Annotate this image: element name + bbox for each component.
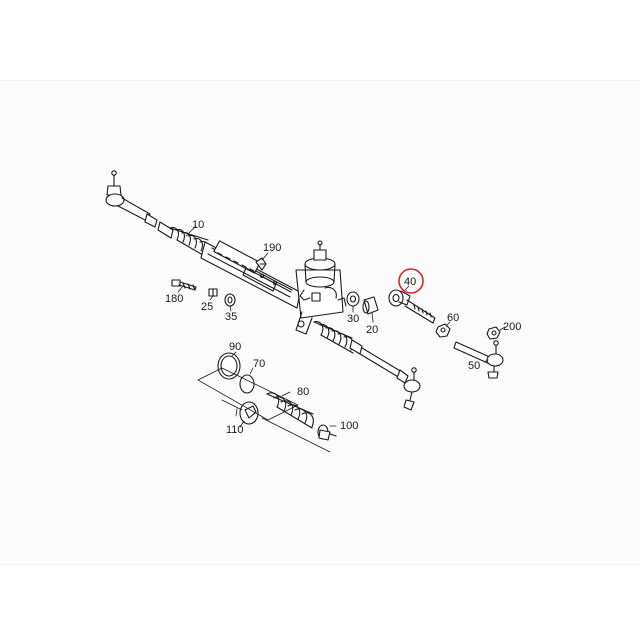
part-100-small-clamp (317, 424, 337, 441)
part-60-nut (435, 323, 451, 338)
label-190: 190 (263, 242, 281, 254)
left-tie-rod-end (105, 170, 158, 228)
pinion-valve-housing (295, 240, 347, 335)
label-180: 180 (165, 293, 183, 305)
part-25-nut (208, 288, 218, 297)
label-30: 30 (347, 313, 359, 325)
label-100: 100 (340, 420, 358, 432)
part-30-bushing (346, 291, 360, 307)
rack-housing (200, 240, 301, 309)
label-70: 70 (253, 358, 265, 370)
label-10: 10 (192, 219, 204, 231)
label-35: 35 (225, 311, 237, 323)
part-35-washer (224, 293, 236, 307)
leader-lines (177, 225, 506, 453)
label-60: 60 (447, 312, 459, 324)
part-40-inner-tie-rod (388, 289, 436, 324)
right-tie-rod (359, 347, 421, 411)
highlight-circle (398, 268, 424, 294)
label-200: 200 (503, 321, 521, 333)
label-50: 50 (468, 360, 480, 372)
label-25: 25 (201, 301, 213, 313)
label-20: 20 (366, 324, 378, 336)
part-20-sleeve (362, 296, 379, 315)
label-40: 40 (404, 276, 416, 288)
label-80: 80 (297, 386, 309, 398)
part-90-clamp (217, 352, 241, 380)
label-90: 90 (229, 341, 241, 353)
part-labels: 10 190 180 25 35 30 20 40 60 200 50 90 7… (165, 219, 521, 436)
part-50-tie-rod-end (453, 340, 504, 379)
right-bellows (313, 321, 363, 355)
part-180-bolt (171, 279, 197, 291)
part-190-clip (255, 257, 267, 271)
part-80-bellows (266, 392, 314, 429)
label-110: 110 (226, 424, 244, 436)
part-110-clamp (239, 401, 259, 425)
part-200-nut (486, 326, 501, 340)
